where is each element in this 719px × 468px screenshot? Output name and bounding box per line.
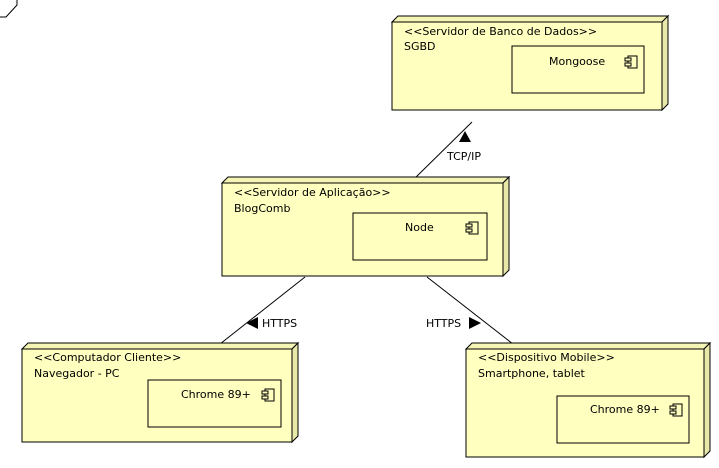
component-label: Node bbox=[405, 221, 434, 234]
component-label: Mongoose bbox=[549, 55, 605, 68]
node-stereotype: <<Servidor de Aplicação>> bbox=[234, 186, 391, 199]
node-client-pc[interactable]: <<Computador Cliente>> Navegador - PC Ch… bbox=[20, 341, 300, 444]
component-box bbox=[511, 45, 645, 94]
node-top-face bbox=[464, 342, 712, 350]
uml-component-icon bbox=[669, 403, 683, 417]
node-mobile-device[interactable]: <<Dispositivo Mobile>> Smartphone, table… bbox=[464, 341, 712, 459]
node-app-server[interactable]: <<Servidor de Aplicação>> BlogComb Node bbox=[220, 175, 511, 278]
node-name: SGBD bbox=[404, 40, 436, 53]
component-box bbox=[556, 395, 690, 444]
node-top-face bbox=[20, 342, 300, 350]
uml-component-icon bbox=[465, 221, 479, 235]
component-chrome-pc[interactable]: Chrome 89+ bbox=[147, 379, 282, 428]
node-name: Navegador - PC bbox=[34, 367, 120, 380]
connection-label-https-pc: HTTPS bbox=[262, 317, 297, 330]
node-name: Smartphone, tablet bbox=[478, 367, 586, 380]
arrow-right-icon bbox=[469, 317, 481, 329]
node-top-face bbox=[220, 176, 511, 184]
uml-component-icon bbox=[624, 55, 638, 69]
node-side-face bbox=[661, 14, 669, 112]
uml-component-icon bbox=[261, 388, 275, 402]
component-mongoose[interactable]: Mongoose bbox=[511, 45, 645, 94]
node-stereotype: <<Computador Cliente>> bbox=[34, 351, 181, 364]
node-stereotype: <<Dispositivo Mobile>> bbox=[478, 351, 615, 364]
connection-label-https-mobile: HTTPS bbox=[426, 317, 461, 330]
node-name: BlogComb bbox=[234, 202, 290, 215]
node-side-face bbox=[703, 341, 711, 459]
connection-label-tcpip: TCP/IP bbox=[446, 150, 481, 163]
node-stereotype: <<Servidor de Banco de Dados>> bbox=[404, 25, 597, 38]
component-node[interactable]: Node bbox=[352, 212, 488, 261]
connection-app-mobile[interactable] bbox=[426, 276, 514, 345]
component-label: Chrome 89+ bbox=[181, 388, 251, 401]
connection-app-pc[interactable] bbox=[219, 276, 306, 345]
component-label: Chrome 89+ bbox=[590, 403, 660, 416]
component-chrome-mobile[interactable]: Chrome 89+ bbox=[556, 395, 690, 444]
node-top-face bbox=[390, 15, 670, 23]
node-side-face bbox=[502, 175, 510, 278]
component-box bbox=[147, 379, 282, 428]
arrow-left-icon bbox=[246, 317, 258, 329]
frame-corner bbox=[0, 0, 18, 18]
connection-app-db[interactable] bbox=[411, 121, 473, 182]
node-side-face bbox=[291, 341, 299, 444]
arrow-up-icon bbox=[459, 131, 471, 142]
component-box bbox=[352, 212, 488, 261]
node-db-server[interactable]: <<Servidor de Banco de Dados>> SGBD Mong… bbox=[390, 14, 670, 112]
